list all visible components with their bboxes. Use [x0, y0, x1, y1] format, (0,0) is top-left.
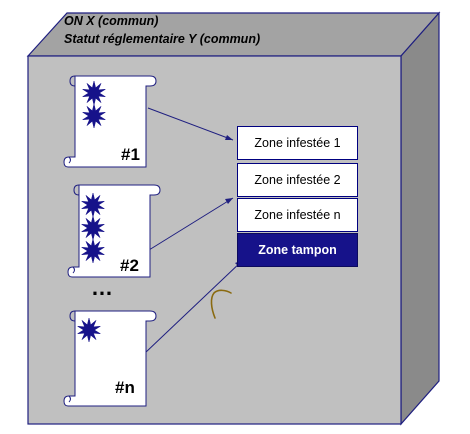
arrow-n [144, 259, 244, 354]
arrow-1 [147, 107, 234, 141]
burst-star-icon [77, 317, 101, 343]
burst-star-icon [81, 238, 105, 264]
handwritten-mark [210, 289, 232, 319]
scroll-document-2 [67, 184, 161, 278]
arrow-2 [148, 197, 234, 251]
arrow-2-head [225, 198, 233, 204]
header-line-2: Statut réglementaire Y (commun) [64, 32, 261, 46]
zone-infested-1: Zone infestée 1 [237, 126, 358, 160]
box-side-face [400, 11, 440, 426]
zone-infested-n: Zone infestée n [237, 198, 358, 232]
scroll-label-1: #1 [121, 145, 140, 164]
zone-buffer: Zone tampon [237, 233, 358, 267]
burst-star-icon [82, 103, 106, 129]
arrow-1-head [225, 135, 233, 140]
scroll-document-n [63, 310, 157, 407]
scroll-label-2: #2 [120, 256, 139, 275]
scroll-label-n: #n [115, 378, 135, 397]
ellipsis-text: … [91, 275, 115, 300]
scroll-document-1 [63, 75, 157, 168]
zone-infested-2: Zone infestée 2 [237, 163, 358, 197]
header-line-1: ON X (commun) [64, 14, 159, 28]
